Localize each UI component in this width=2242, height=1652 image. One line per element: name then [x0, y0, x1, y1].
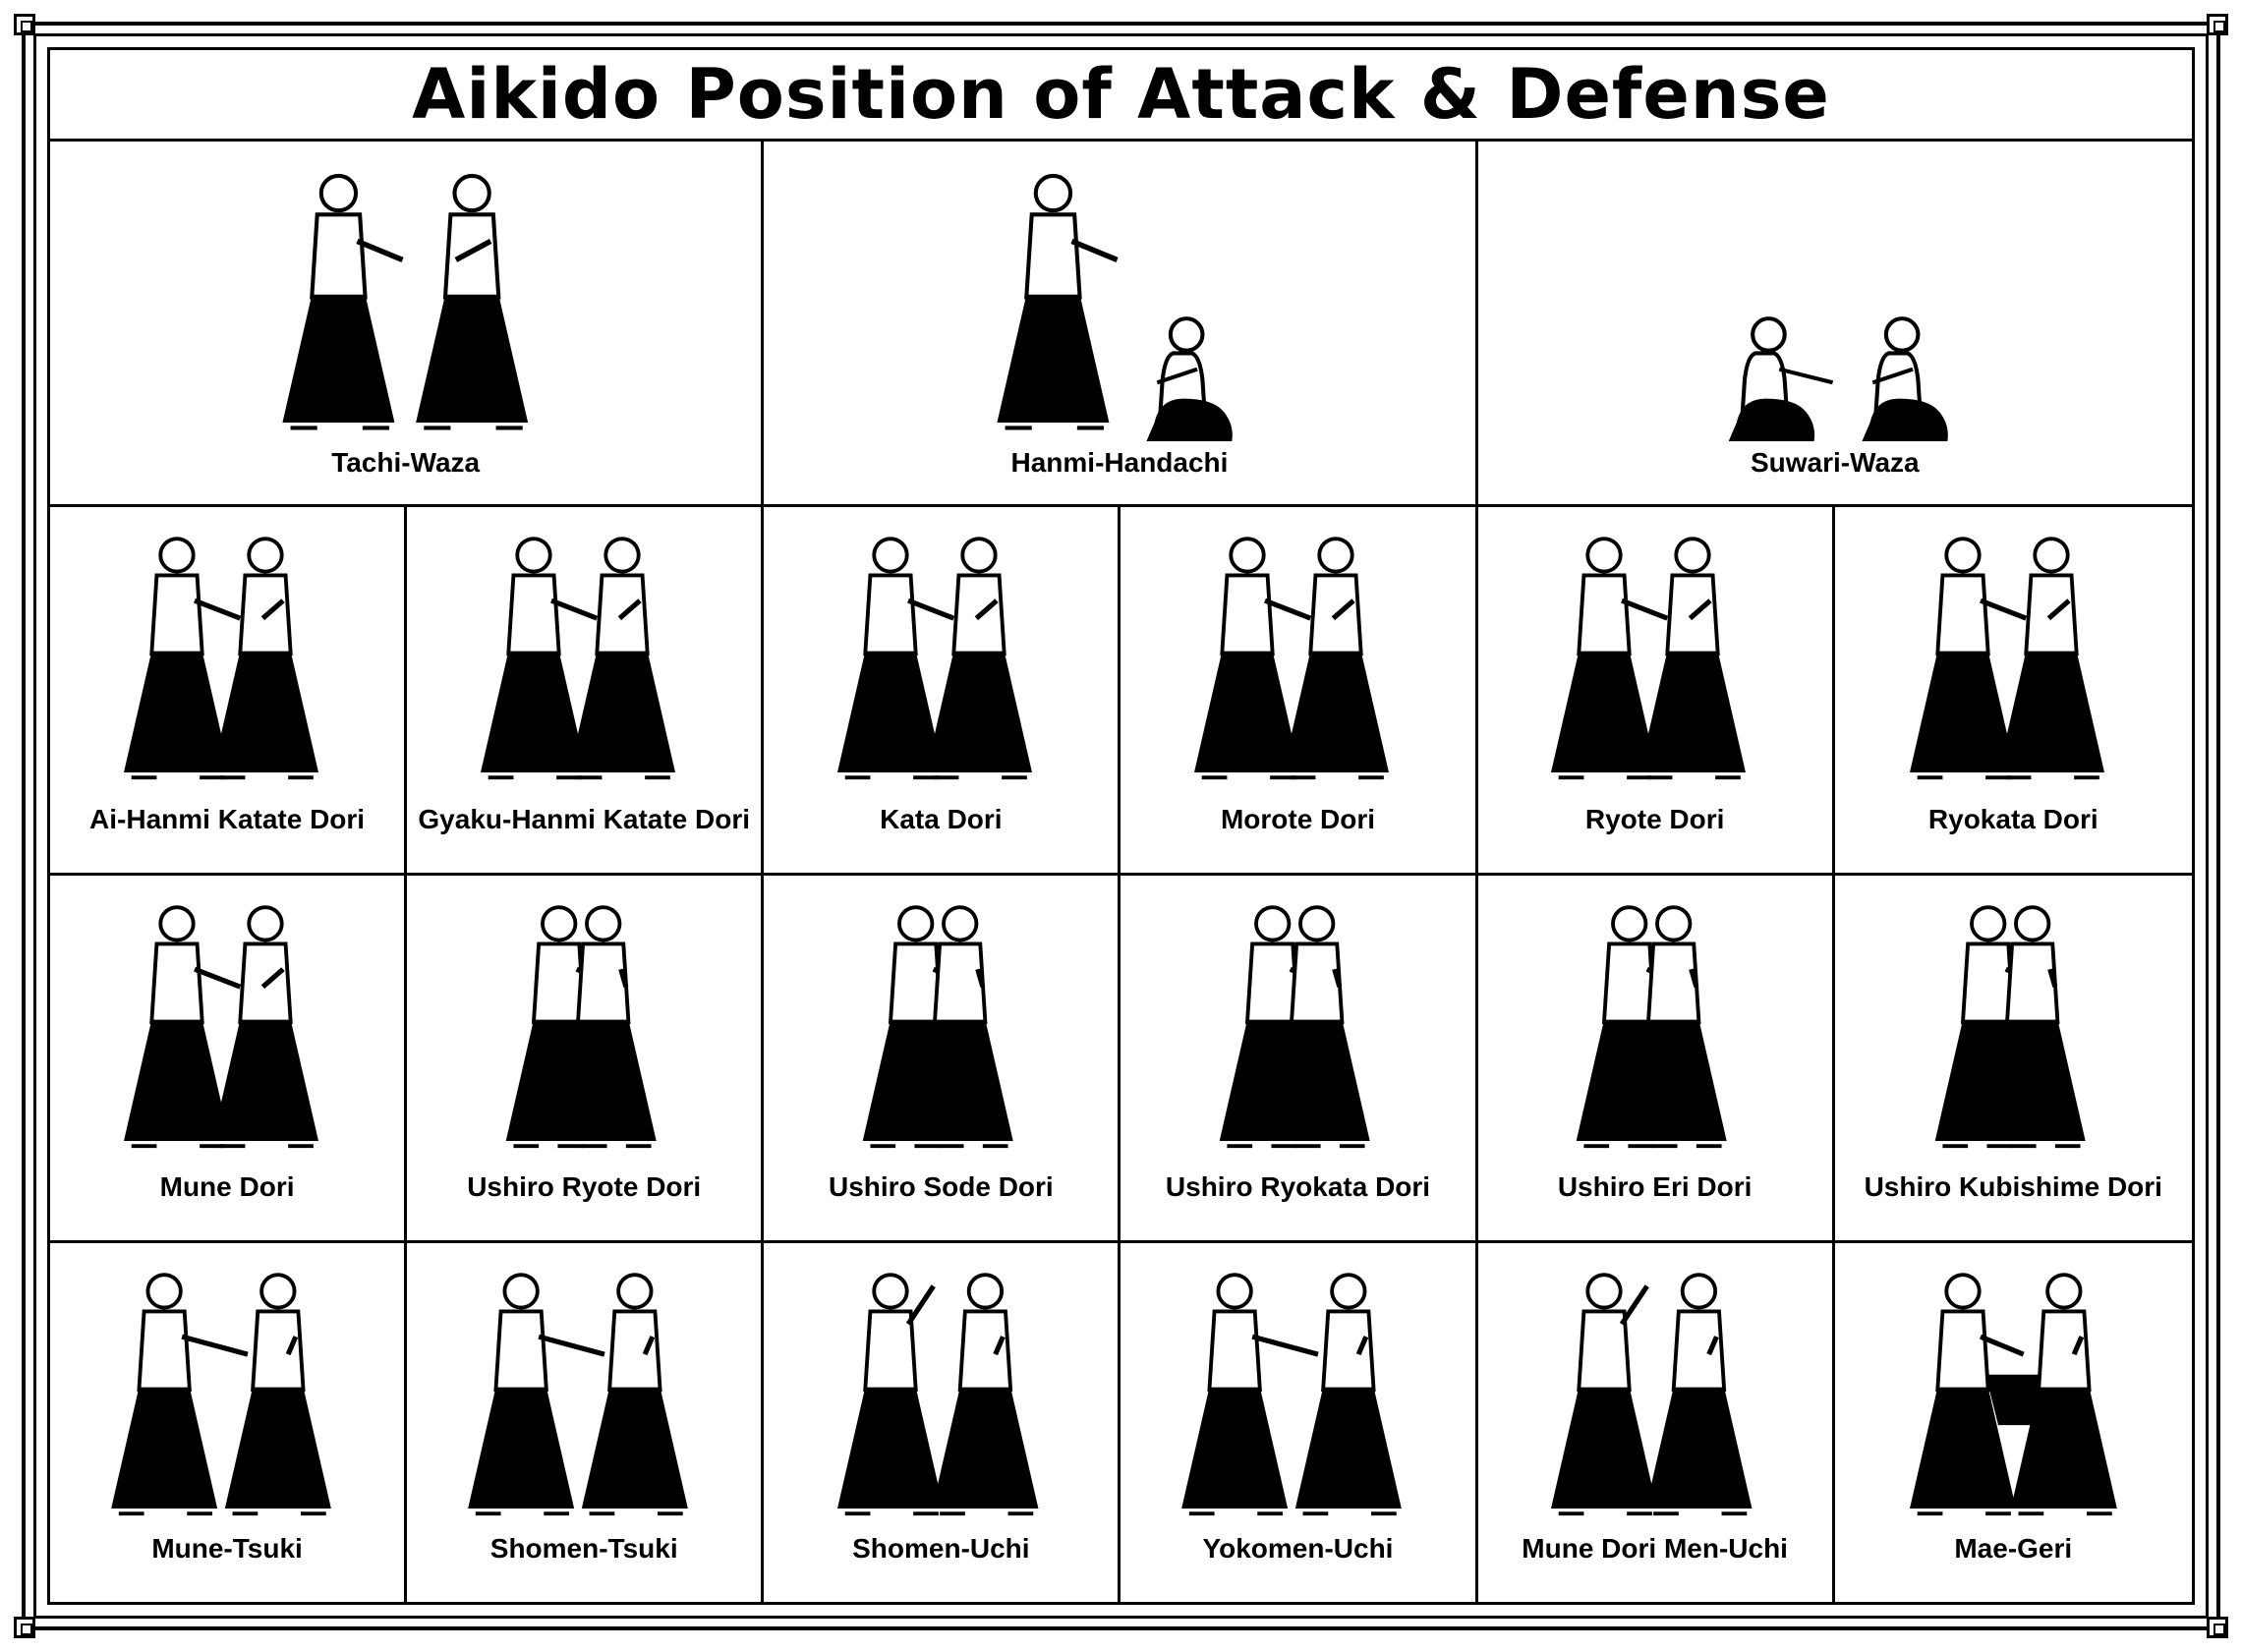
figure-silhouettes	[505, 905, 657, 1149]
illustration-grab	[1835, 525, 2192, 790]
corner-ornament	[2207, 14, 2228, 35]
figure-silhouettes	[1728, 316, 1948, 441]
technique-cell: Gyaku-Hanmi Katate Dori	[407, 507, 765, 873]
figure-silhouettes	[1194, 537, 1390, 780]
figure-silhouettes	[862, 905, 1013, 1149]
corner-ornament	[14, 1617, 35, 1638]
technique-label: Morote Dori	[1220, 804, 1376, 834]
figure-silhouettes	[1909, 537, 2104, 780]
figure-silhouettes	[1934, 905, 2086, 1149]
technique-label: Shomen-Uchi	[852, 1533, 1030, 1564]
illustration-rear-grab	[1835, 893, 2192, 1159]
illustration-strike	[50, 1261, 404, 1526]
illustration-grab	[1121, 525, 1474, 790]
technique-cell: Yokomen-Uchi	[1121, 1243, 1478, 1602]
figure-silhouettes	[836, 1273, 1039, 1516]
figure-silhouettes	[836, 537, 1032, 780]
technique-label: Ai-Hanmi Katate Dori	[89, 804, 366, 834]
row-3: Mune Dori Ushiro Ryote Dori Ushiro Sode …	[50, 876, 2192, 1243]
technique-label: Mune-Tsuki	[151, 1533, 303, 1564]
technique-cell: Mune Dori Men-Uchi	[1478, 1243, 1835, 1602]
technique-cell: Morote Dori	[1121, 507, 1478, 873]
row-1: Tachi-Waza Hanmi-Handachi Suwari-Waza	[50, 142, 2192, 507]
illustration-kneeling-pair	[1478, 161, 2192, 441]
illustration-grab	[764, 525, 1118, 790]
figure-silhouettes	[1551, 537, 1747, 780]
technique-label: Ushiro Eri Dori	[1557, 1171, 1753, 1202]
technique-cell: Mune-Tsuki	[50, 1243, 408, 1602]
technique-cell: Kata Dori	[764, 507, 1121, 873]
technique-cell: Ushiro Eri Dori	[1478, 876, 1835, 1240]
figure-silhouettes	[1551, 1273, 1753, 1516]
illustration-standing-pair	[50, 161, 761, 441]
illustration-grab	[407, 525, 761, 790]
technique-label: Ushiro Ryokata Dori	[1165, 1171, 1431, 1202]
technique-cell: Ai-Hanmi Katate Dori	[50, 507, 408, 873]
figure-silhouettes	[282, 173, 529, 430]
poster-title: Aikido Position of Attack & Defense	[412, 54, 1830, 135]
technique-label: Gyaku-Hanmi Katate Dori	[418, 804, 751, 834]
illustration-rear-grab	[407, 893, 761, 1159]
technique-cell: Hanmi-Handachi	[764, 142, 1478, 504]
corner-ornament	[2207, 1617, 2228, 1638]
figure-silhouettes	[123, 537, 318, 780]
technique-label: Mune Dori Men-Uchi	[1522, 1533, 1788, 1564]
technique-label: Mune Dori	[159, 1171, 295, 1202]
outer-frame	[22, 22, 2220, 1630]
technique-poster: Aikido Position of Attack & Defense Tach…	[47, 47, 2195, 1605]
technique-cell: Ushiro Ryokata Dori	[1121, 876, 1478, 1240]
illustration-grab	[1478, 525, 1832, 790]
technique-label: Ushiro Ryote Dori	[467, 1171, 702, 1202]
corner-ornament	[14, 14, 35, 35]
figure-silhouettes	[123, 905, 318, 1149]
row-2: Ai-Hanmi Katate Dori Gyaku-Hanmi Katate …	[50, 507, 2192, 876]
technique-label: Ryokata Dori	[1927, 804, 2098, 834]
technique-label: Shomen-Tsuki	[489, 1533, 678, 1564]
technique-label: Yokomen-Uchi	[1202, 1533, 1394, 1564]
technique-label: Tachi-Waza	[331, 447, 481, 478]
illustration-kick	[1835, 1261, 2192, 1526]
inner-frame	[33, 33, 2209, 1619]
illustration-standing-kneeling-pair	[764, 161, 1474, 441]
technique-cell: Ryote Dori	[1478, 507, 1835, 873]
technique-label: Ushiro Sode Dori	[829, 1171, 1054, 1202]
title-bar: Aikido Position of Attack & Defense	[50, 50, 2192, 142]
technique-label: Suwari-Waza	[1750, 447, 1920, 478]
figure-silhouettes	[1576, 905, 1727, 1149]
technique-cell: Mae-Geri	[1835, 1243, 2192, 1602]
figure-silhouettes	[467, 1273, 688, 1516]
technique-cell: Ushiro Ryote Dori	[407, 876, 765, 1240]
figure-silhouettes	[1909, 1273, 2117, 1516]
figure-silhouettes	[480, 537, 675, 780]
technique-cell: Ushiro Sode Dori	[764, 876, 1121, 1240]
technique-label: Kata Dori	[880, 804, 1003, 834]
technique-cell: Tachi-Waza	[50, 142, 765, 504]
illustration-grab	[50, 525, 404, 790]
illustration-overhead-strike	[1478, 1261, 1832, 1526]
figure-silhouettes	[1219, 905, 1370, 1149]
technique-label: Ryote Dori	[1584, 804, 1725, 834]
technique-cell: Shomen-Tsuki	[407, 1243, 765, 1602]
illustration-strike	[1121, 1261, 1474, 1526]
technique-label: Mae-Geri	[1954, 1533, 2073, 1564]
row-4: Mune-Tsuki Shomen-Tsuki Shomen-Uchi Yoko…	[50, 1243, 2192, 1602]
technique-cell: Shomen-Uchi	[764, 1243, 1121, 1602]
illustration-rear-grab	[1121, 893, 1474, 1159]
figure-silhouettes	[997, 173, 1233, 441]
illustration-overhead-strike	[764, 1261, 1118, 1526]
illustration-rear-grab	[1478, 893, 1832, 1159]
technique-cell: Ryokata Dori	[1835, 507, 2192, 873]
technique-label: Ushiro Kubishime Dori	[1864, 1171, 2162, 1202]
figure-silhouettes	[110, 1273, 331, 1516]
figure-silhouettes	[1181, 1273, 1402, 1516]
illustration-strike	[407, 1261, 761, 1526]
illustration-grab	[50, 893, 404, 1159]
technique-cell: Ushiro Kubishime Dori	[1835, 876, 2192, 1240]
technique-cell: Mune Dori	[50, 876, 408, 1240]
technique-cell: Suwari-Waza	[1478, 142, 2192, 504]
technique-label: Hanmi-Handachi	[1010, 447, 1229, 478]
illustration-rear-grab	[764, 893, 1118, 1159]
